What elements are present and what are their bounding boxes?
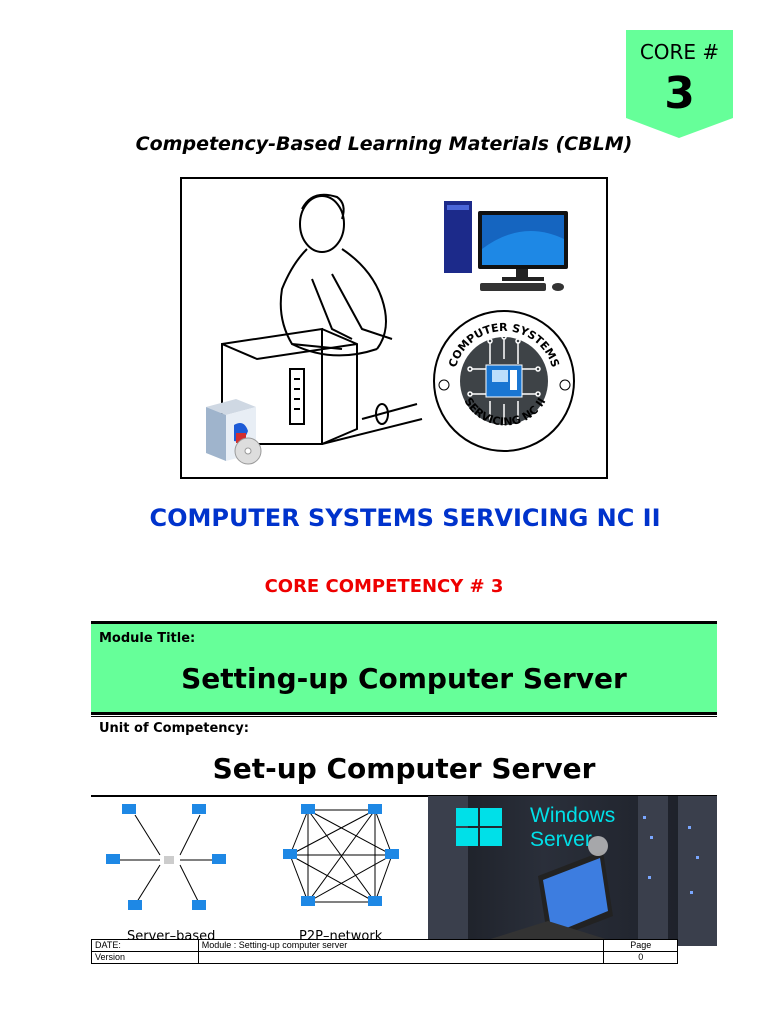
desktop-computer-icon xyxy=(444,201,568,291)
page-label: Page xyxy=(603,939,678,952)
core-badge: CORE # 3 xyxy=(626,30,733,138)
module-title: Setting-up Computer Server xyxy=(181,662,627,695)
core-competency-title: CORE COMPETENCY # 3 xyxy=(264,576,504,597)
badge-shape xyxy=(626,30,733,138)
windows-label: Windows xyxy=(530,804,616,827)
cover-illustration: COMPUTER SYSTEMS SERVICING NC II xyxy=(180,177,608,479)
server-label: Server xyxy=(530,828,592,851)
unit-of-competency-title: Set-up Computer Server xyxy=(212,752,596,785)
page-value: 0 xyxy=(603,951,678,964)
version-label: Version xyxy=(91,951,199,964)
image-divider xyxy=(91,795,717,797)
date-label: DATE: xyxy=(91,939,199,952)
module-title-band: Module Title: Setting-up Computer Server xyxy=(91,621,717,715)
server-based-network-diagram xyxy=(106,804,226,910)
software-box-icon xyxy=(206,399,262,465)
module-footer-text: Module : Setting-up computer server xyxy=(197,939,605,952)
server-rack-illustration xyxy=(428,796,717,946)
cblm-heading: Competency-Based Learning Materials (CBL… xyxy=(135,133,633,155)
core-badge-number: 3 xyxy=(664,68,695,119)
main-title: COMPUTER SYSTEMS SERVICING NC II xyxy=(149,504,661,532)
module-title-label: Module Title: xyxy=(99,631,196,646)
footer-table: DATE: Module : Setting-up computer serve… xyxy=(91,939,678,964)
core-badge-label: CORE # xyxy=(639,40,720,64)
unit-divider xyxy=(91,716,717,717)
server-based-caption: Server–based xyxy=(127,929,216,940)
windows-server-image: Windows Server xyxy=(428,796,717,946)
unit-of-competency-label: Unit of Competency: xyxy=(99,721,249,736)
p2p-network-diagram xyxy=(283,804,399,906)
version-value xyxy=(197,951,605,964)
p2p-network-caption: P2P–network xyxy=(299,929,383,940)
css-logo-seal: COMPUTER SYSTEMS SERVICING NC II xyxy=(433,310,575,452)
